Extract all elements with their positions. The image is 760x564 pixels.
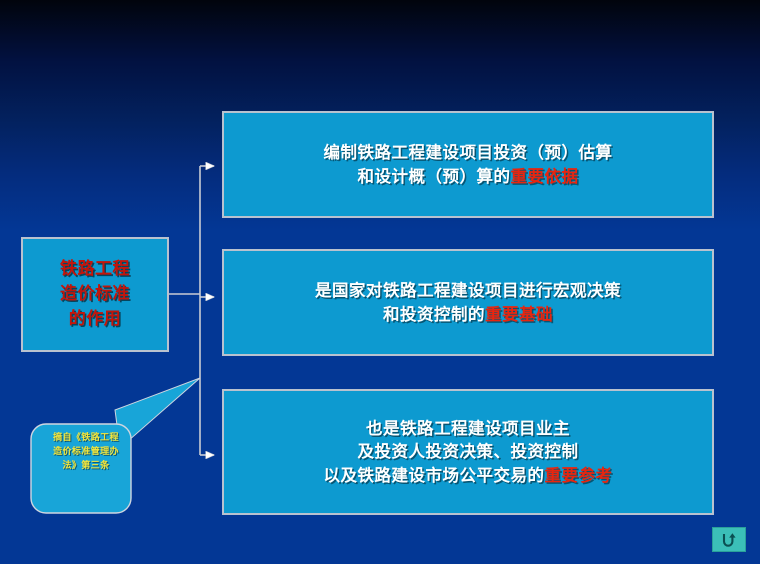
title-box[interactable]: 铁路工程 造价标准 的作用	[21, 237, 169, 352]
return-arrow-icon	[722, 532, 736, 547]
content-box-2-text: 是国家对铁路工程建设项目进行宏观决策 和投资控制的重要基础	[315, 279, 621, 326]
content-box-3-plain: 也是铁路工程建设项目业主 及投资人投资决策、投资控制 以及铁路建设市场公平交易的	[323, 418, 579, 485]
callout-shape	[30, 377, 201, 514]
content-box-2[interactable]: 是国家对铁路工程建设项目进行宏观决策 和投资控制的重要基础	[222, 249, 714, 356]
content-box-2-highlight: 重要基础	[485, 304, 553, 324]
content-box-1[interactable]: 编制铁路工程建设项目投资（预）估算 和设计概（预）算的重要依据	[222, 111, 714, 218]
content-box-3-text: 也是铁路工程建设项目业主 及投资人投资决策、投资控制 以及铁路建设市场公平交易的…	[324, 417, 613, 487]
return-button[interactable]	[712, 527, 746, 552]
content-box-3[interactable]: 也是铁路工程建设项目业主 及投资人投资决策、投资控制 以及铁路建设市场公平交易的…	[222, 389, 714, 515]
source-callout[interactable]: 摘自《铁路工程 造价标准管理办 法》第三条	[20, 370, 220, 525]
content-box-1-text: 编制铁路工程建设项目投资（预）估算 和设计概（预）算的重要依据	[324, 141, 613, 188]
source-callout-text: 摘自《铁路工程 造价标准管理办 法》第三条	[53, 433, 119, 471]
title-box-text: 铁路工程 造价标准 的作用	[60, 258, 130, 330]
content-box-3-highlight: 重要参考	[544, 465, 613, 485]
content-box-2-plain: 是国家对铁路工程建设项目进行宏观决策 和投资控制的	[315, 281, 621, 324]
content-box-1-highlight: 重要依据	[510, 166, 579, 186]
content-box-1-plain: 编制铁路工程建设项目投资（预）估算 和设计概（预）算的	[323, 143, 613, 186]
